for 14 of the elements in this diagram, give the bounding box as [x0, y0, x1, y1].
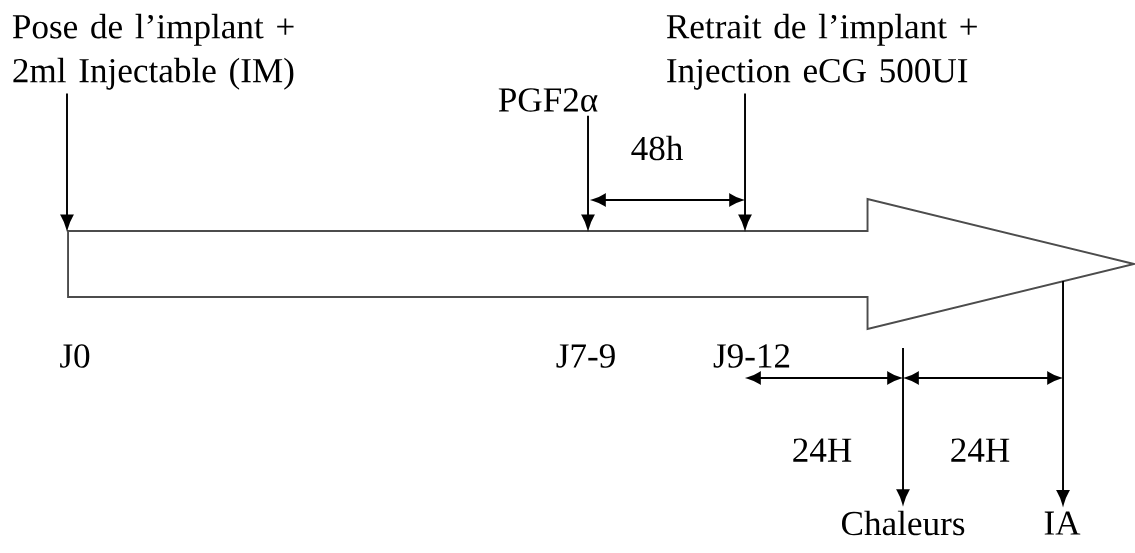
time-label: 24H	[951, 438, 1010, 462]
time-label: 48h	[631, 135, 683, 161]
annotation-text: Pose de l’implant + 2ml Injectable (IM)	[12, 13, 294, 90]
arrow	[60, 92, 74, 230]
annotation-text: Chaleurs	[842, 510, 965, 536]
time-label: 24H	[793, 438, 852, 462]
arrow	[738, 92, 752, 230]
arrow	[896, 347, 910, 504]
time-label: J0	[60, 344, 90, 368]
arrow	[1056, 280, 1070, 505]
annotation-text: Retrait de l’implant + Injection eCG 500UI	[666, 13, 977, 90]
arrow	[581, 114, 595, 230]
annotation-text: IA	[1044, 511, 1081, 535]
annotation-text: PGF2α	[498, 88, 598, 112]
